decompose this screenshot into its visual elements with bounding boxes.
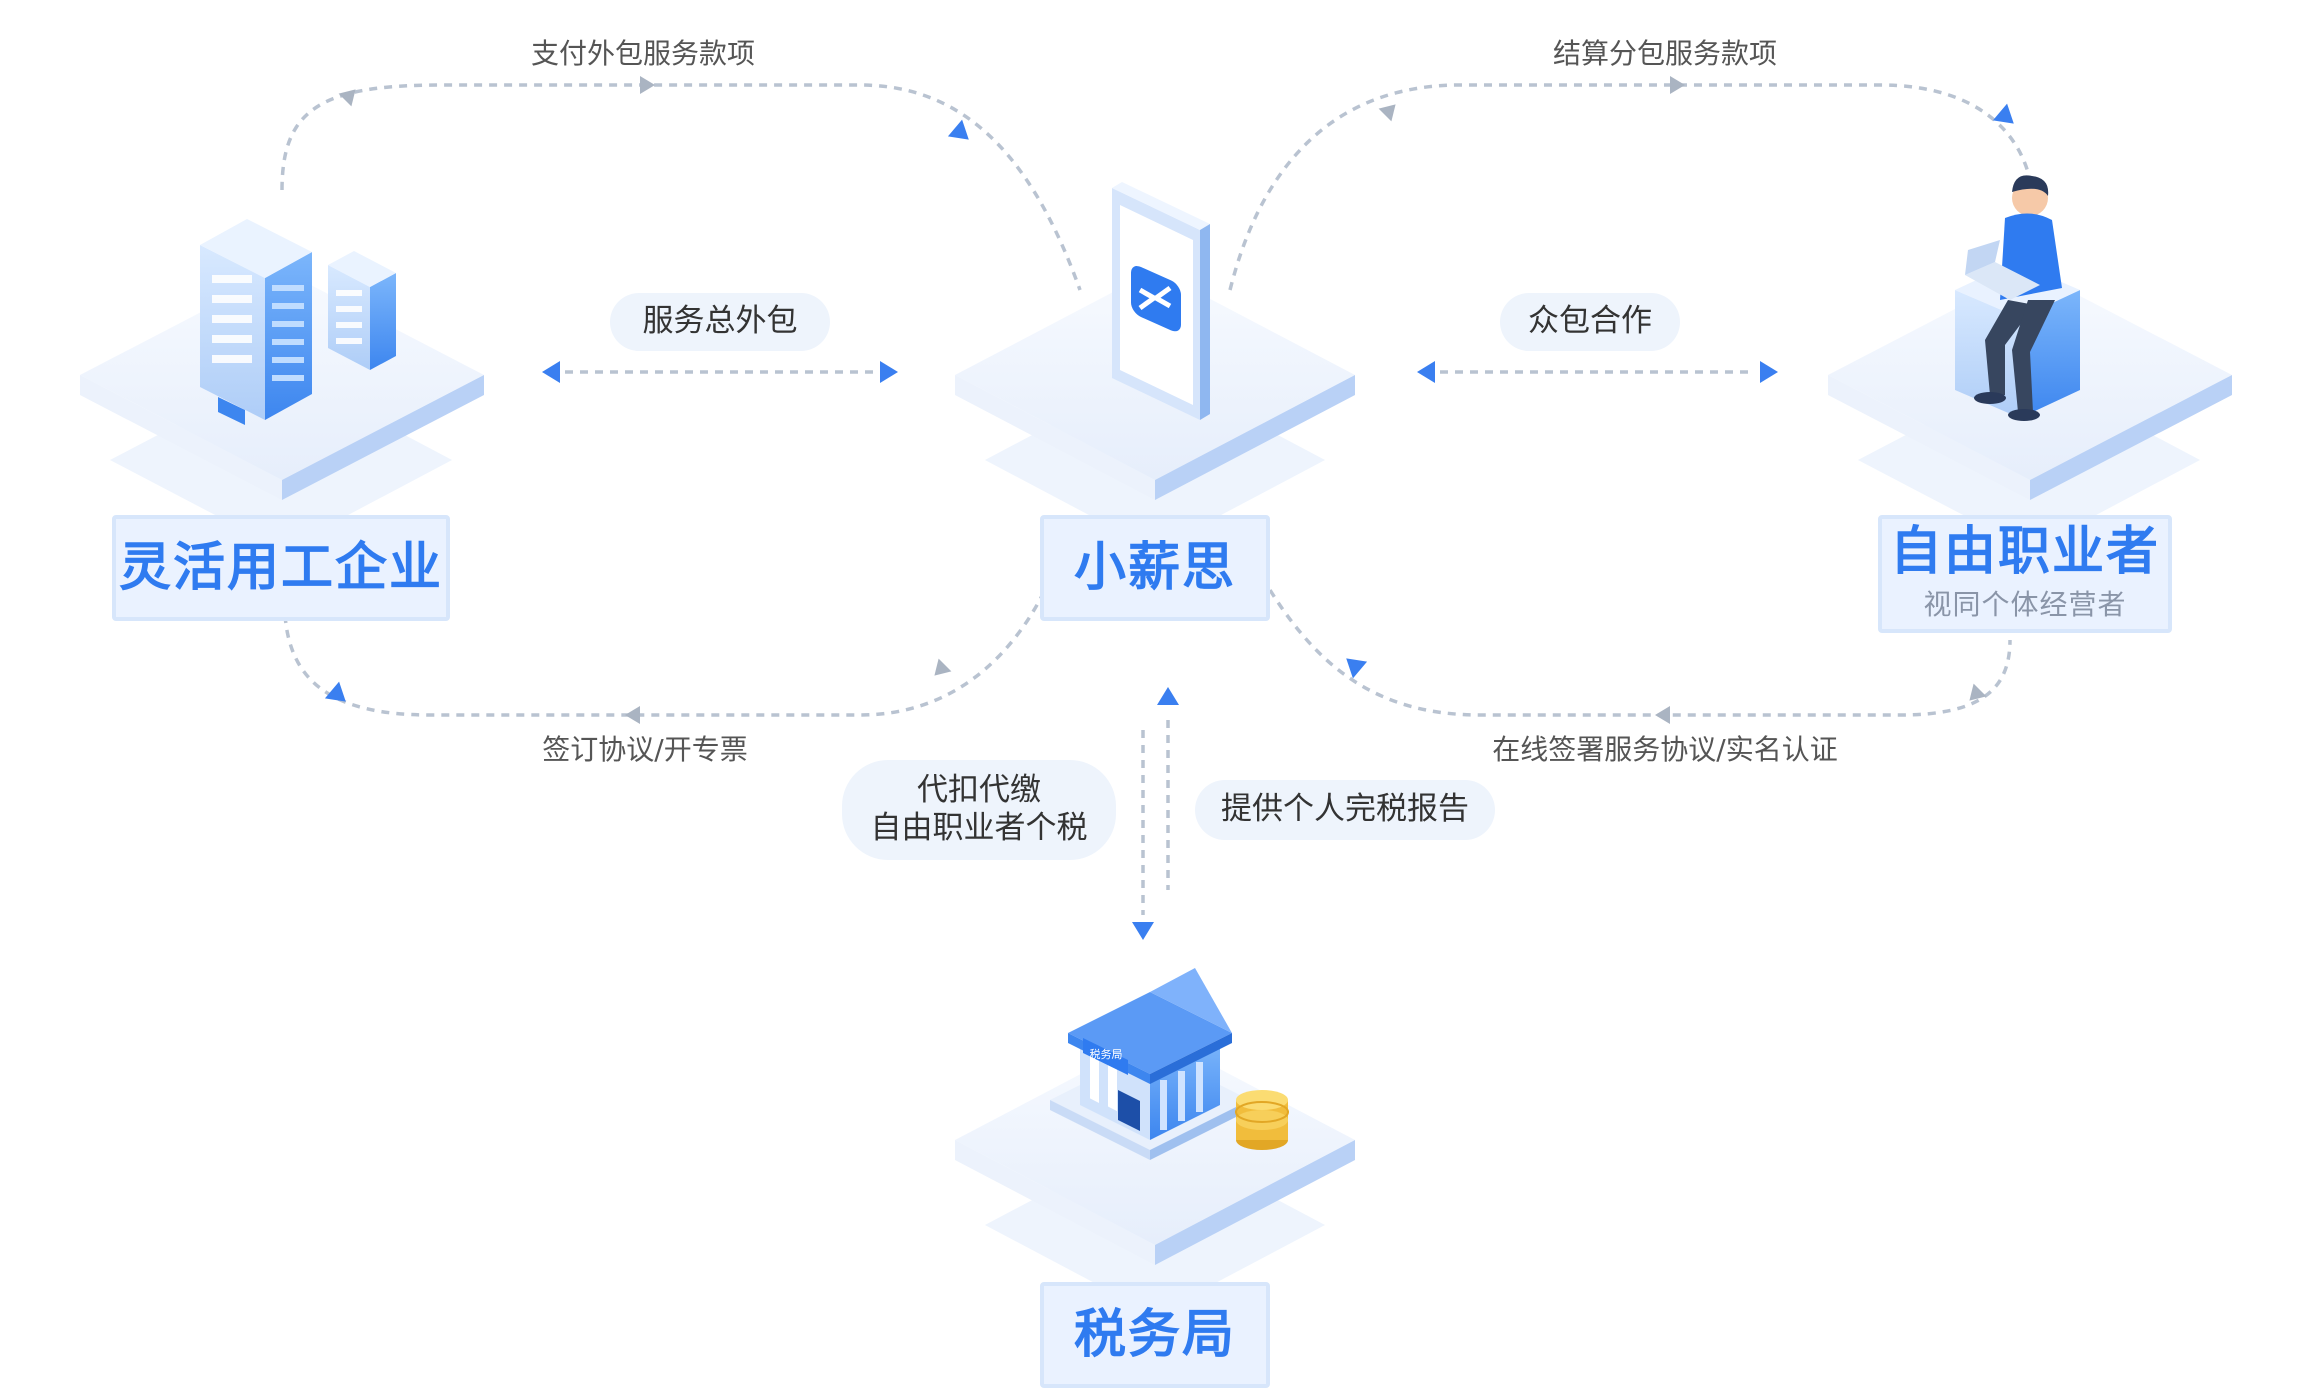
service-outsourcing-pill: 服务总外包: [610, 293, 830, 351]
arrow-mid: [1378, 104, 1396, 122]
enterprise-label-text: 灵活用工企业: [118, 537, 443, 598]
arrow-mid: [1670, 76, 1685, 94]
freelancer-sublabel: 视同个体经营者: [1923, 588, 2127, 622]
tax-bureau-label-text: 税务局: [1073, 1304, 1236, 1365]
arrow-mid: [1969, 683, 1987, 701]
arrow-mid: [1655, 706, 1670, 724]
arrow-head: [1132, 922, 1154, 940]
flow-path-pay-outsourcing: [280, 83, 1082, 291]
crowdsourcing-text: 众包合作: [1528, 303, 1652, 340]
tax-bureau-sign: 税务局: [1090, 1047, 1123, 1061]
arrow-head: [1157, 687, 1179, 705]
crowdsourcing-pill: 众包合作: [1500, 293, 1680, 351]
arrow-mid: [338, 89, 356, 107]
tax-bureau-label: 税务局: [1040, 1282, 1270, 1388]
arrow-head: [1760, 361, 1778, 383]
withhold-tax-text: 代扣代缴 自由职业者个税: [870, 772, 1088, 846]
arrow-head: [947, 119, 969, 140]
xiaoxinsi-phone-icon: [1112, 182, 1210, 420]
arrow-head: [324, 681, 346, 702]
flow-path-settle-subcontract: [1228, 83, 2032, 291]
arrow-head: [880, 361, 898, 383]
arrow-mid: [640, 76, 655, 94]
sign-agreement-caption: 签订协议/开专票: [542, 733, 748, 766]
service-outsourcing-text: 服务总外包: [642, 303, 798, 340]
arrow-mid: [625, 706, 640, 724]
arrow-head: [1417, 361, 1435, 383]
arrow-head: [1992, 103, 2014, 124]
arrow-head: [1346, 658, 1368, 679]
enterprise-building-icon: [200, 219, 396, 425]
online-sign-caption: 在线签署服务协议/实名认证: [1492, 733, 1838, 766]
arrow-head: [542, 361, 560, 383]
freelancer-label: 自由职业者 视同个体经营者: [1878, 515, 2172, 633]
flow-path-online-sign: [1268, 589, 2012, 717]
platform-label-text: 小薪思: [1073, 537, 1236, 598]
tax-report-pill: 提供个人完税报告: [1195, 780, 1495, 840]
withhold-tax-pill: 代扣代缴 自由职业者个税: [842, 760, 1116, 860]
platform-label: 小薪思: [1040, 515, 1270, 621]
pay-outsourcing-caption: 支付外包服务款项: [530, 37, 756, 70]
settle-subcontract-caption: 结算分包服务款项: [1552, 37, 1778, 70]
tax-bureau-building-icon: 税务局: [1050, 968, 1289, 1160]
freelancer-label-text: 自由职业者: [1889, 521, 2160, 582]
arrow-mid: [934, 658, 952, 676]
enterprise-label: 灵活用工企业: [112, 515, 450, 621]
tax-report-text: 提供个人完税报告: [1221, 791, 1469, 828]
freelancer-person-icon: [1955, 175, 2080, 421]
